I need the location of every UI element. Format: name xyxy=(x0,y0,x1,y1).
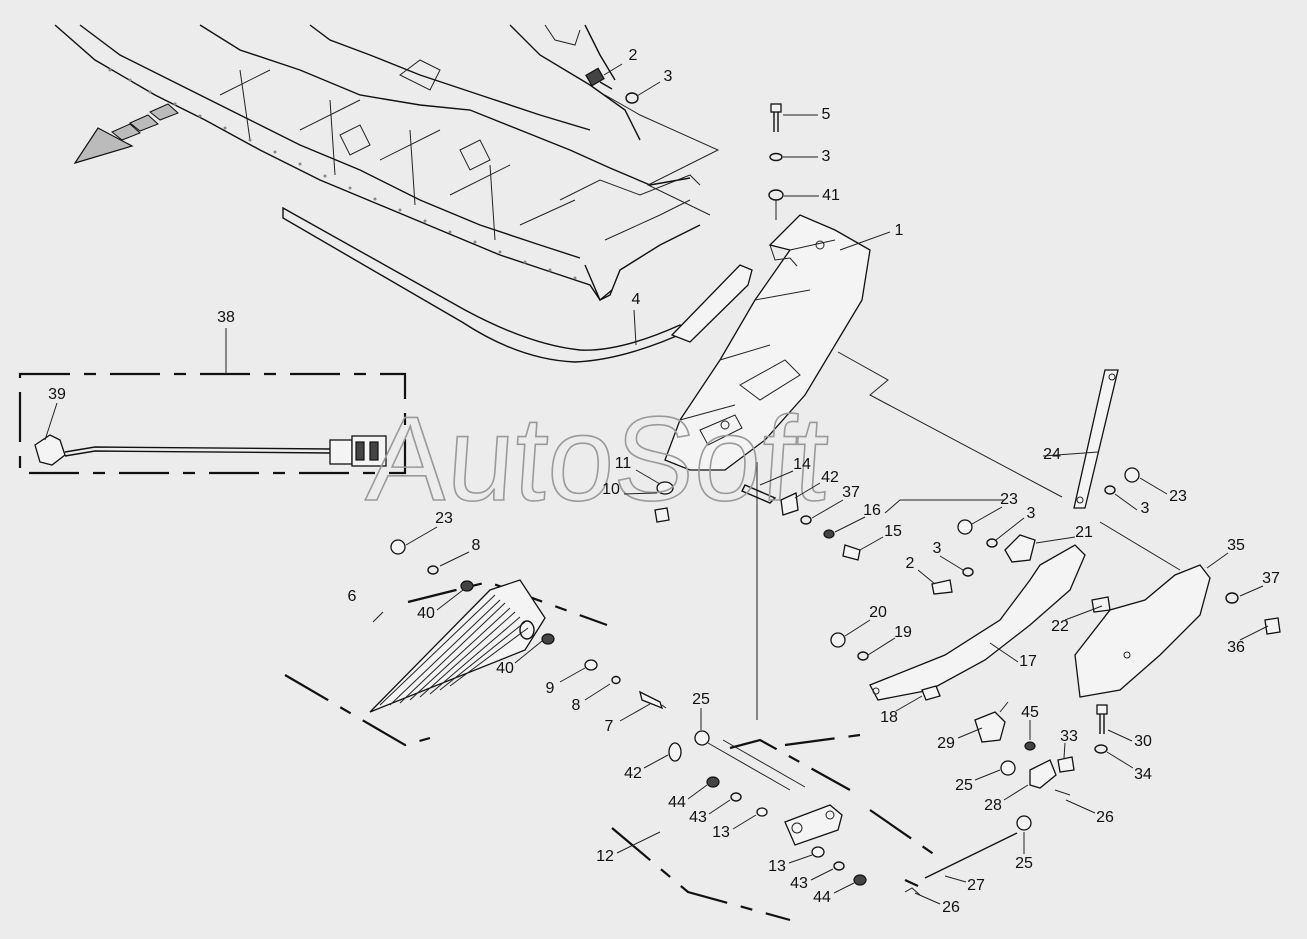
callout-label-3: 3 xyxy=(1027,505,1036,522)
callout-label-29: 29 xyxy=(937,735,955,752)
hinge-box-12 xyxy=(611,730,936,922)
callout-label-21: 21 xyxy=(1075,524,1093,541)
callout-label-35: 35 xyxy=(1227,537,1245,554)
callout-label-25: 25 xyxy=(1015,855,1033,872)
callout-label-42: 42 xyxy=(624,765,642,782)
cable-assembly-box-38 xyxy=(18,372,407,475)
callout-label-23: 23 xyxy=(1169,488,1187,505)
callout-label-3: 3 xyxy=(933,540,942,557)
callout-label-26: 26 xyxy=(1096,809,1114,826)
hardware-lower-mid xyxy=(830,632,869,661)
callout-label-28: 28 xyxy=(984,797,1002,814)
callout-label-37: 37 xyxy=(842,484,860,501)
callout-label-17: 17 xyxy=(1019,653,1037,670)
callout-label-30: 30 xyxy=(1134,733,1152,750)
callout-label-40: 40 xyxy=(417,605,435,622)
callout-label-33: 33 xyxy=(1060,728,1078,745)
callout-label-25: 25 xyxy=(692,691,710,708)
callout-label-45: 45 xyxy=(1021,704,1039,721)
main-arm-part-1 xyxy=(664,214,871,471)
callout-label-44: 44 xyxy=(668,794,686,811)
running-board-part-4 xyxy=(282,206,753,363)
callout-label-25: 25 xyxy=(955,777,973,794)
leader-lines xyxy=(44,63,1269,905)
guard-box-6 xyxy=(284,579,608,747)
hardware-lower-right xyxy=(924,701,1108,879)
hardware-left xyxy=(390,539,667,710)
assembly-boundary-lines xyxy=(604,94,1181,720)
callout-label-2: 2 xyxy=(629,47,638,64)
callout-label-23: 23 xyxy=(435,510,453,527)
callout-label-43: 43 xyxy=(689,809,707,826)
callout-label-12: 12 xyxy=(596,848,614,865)
callout-label-11: 11 xyxy=(615,455,632,472)
callout-label-43: 43 xyxy=(790,875,808,892)
callout-label-41: 41 xyxy=(822,187,840,204)
callout-label-26: 26 xyxy=(942,899,960,916)
callout-label-2: 2 xyxy=(906,555,915,572)
callout-label-24: 24 xyxy=(1043,446,1061,463)
callout-label-18: 18 xyxy=(880,709,898,726)
callout-label-40: 40 xyxy=(496,660,514,677)
link-part-24 xyxy=(1073,369,1119,509)
callout-label-34: 34 xyxy=(1134,766,1152,783)
callout-label-22: 22 xyxy=(1051,618,1069,635)
callout-label-38: 38 xyxy=(217,309,235,326)
callout-label-36: 36 xyxy=(1227,639,1245,656)
callout-label-4: 4 xyxy=(632,291,641,308)
callout-label-7: 7 xyxy=(605,718,614,735)
watermark: AutoSoft xyxy=(363,392,833,526)
callout-label-27: 27 xyxy=(967,877,985,894)
hardware-center xyxy=(654,481,861,561)
callout-label-5: 5 xyxy=(822,106,831,123)
chassis-frame xyxy=(54,24,701,302)
callout-label-14: 14 xyxy=(793,456,811,473)
callout-label-39: 39 xyxy=(48,386,66,403)
callout-label-16: 16 xyxy=(863,502,881,519)
callout-label-20: 20 xyxy=(869,604,887,621)
callout-label-6: 6 xyxy=(348,588,357,605)
callout-label-3: 3 xyxy=(822,148,831,165)
callout-label-13: 13 xyxy=(712,824,730,841)
callout-label-8: 8 xyxy=(472,537,481,554)
callout-label-8: 8 xyxy=(572,697,581,714)
callout-label-15: 15 xyxy=(884,523,902,540)
callout-label-10: 10 xyxy=(602,481,620,498)
callout-label-37: 37 xyxy=(1262,570,1280,587)
callout-label-19: 19 xyxy=(894,624,912,641)
hardware-right xyxy=(931,467,1281,635)
callout-label-44: 44 xyxy=(813,889,831,906)
callout-label-3: 3 xyxy=(664,68,673,85)
callout-label-9: 9 xyxy=(546,680,555,697)
callout-label-1: 1 xyxy=(895,222,904,239)
bracket-part-35 xyxy=(1074,564,1211,698)
hardware-top xyxy=(585,67,784,220)
callout-label-3: 3 xyxy=(1141,500,1150,517)
callout-label-13: 13 xyxy=(768,858,786,875)
callout-label-23: 23 xyxy=(1000,491,1018,508)
callout-label-42: 42 xyxy=(821,469,839,486)
direction-arrow-icon xyxy=(73,127,134,165)
